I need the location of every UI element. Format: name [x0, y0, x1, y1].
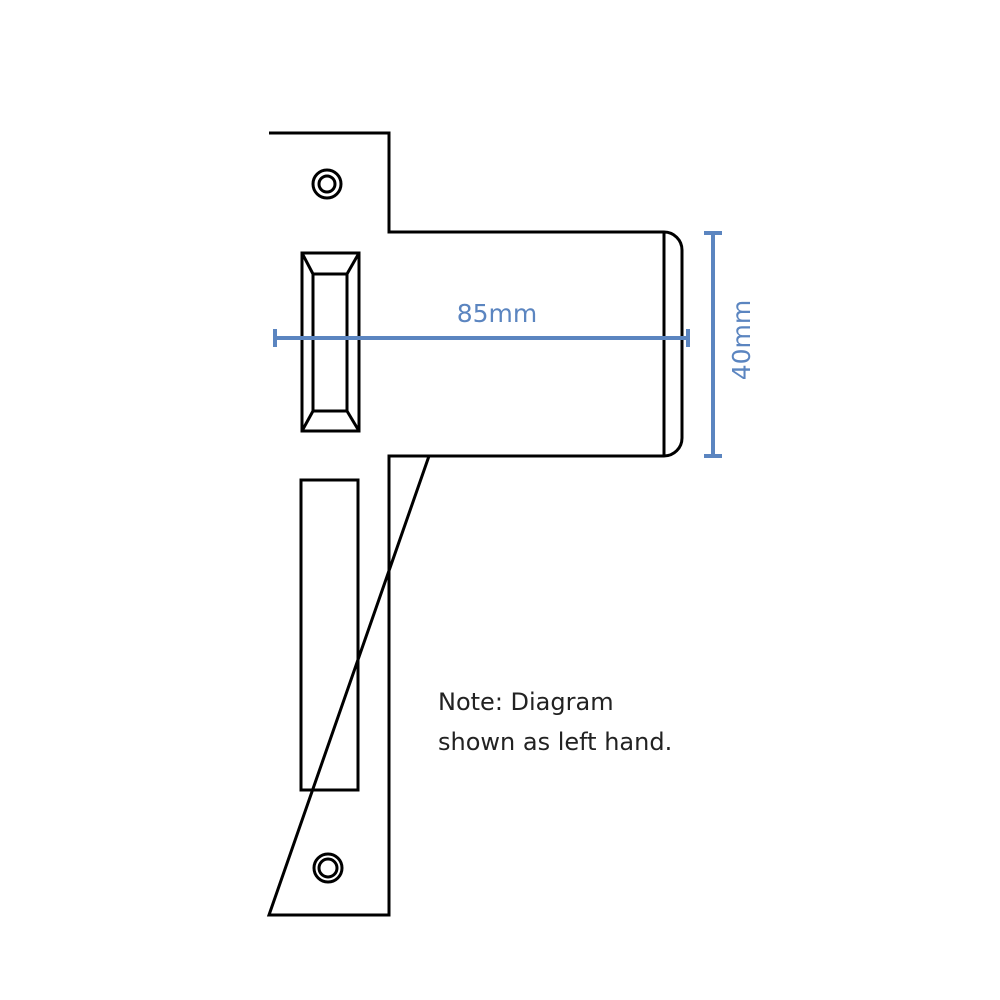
- width-dimension-label: 85mm: [457, 299, 538, 328]
- bottom-screw-hole-outer: [312, 852, 344, 884]
- top-screw-hole-inner: [317, 174, 337, 194]
- forend-plate: [266, 131, 684, 917]
- deadbolt-slot: [299, 478, 360, 792]
- top-screw-hole-outer: [311, 168, 343, 200]
- diagram-note: Note: Diagram shown as left hand.: [438, 688, 673, 756]
- latch-bolt: [300, 251, 361, 433]
- bottom-screw-hole-inner: [317, 857, 339, 879]
- height-dimension: [704, 231, 722, 458]
- width-dimension: [273, 329, 690, 347]
- height-dimension-label: 40mm: [727, 300, 756, 381]
